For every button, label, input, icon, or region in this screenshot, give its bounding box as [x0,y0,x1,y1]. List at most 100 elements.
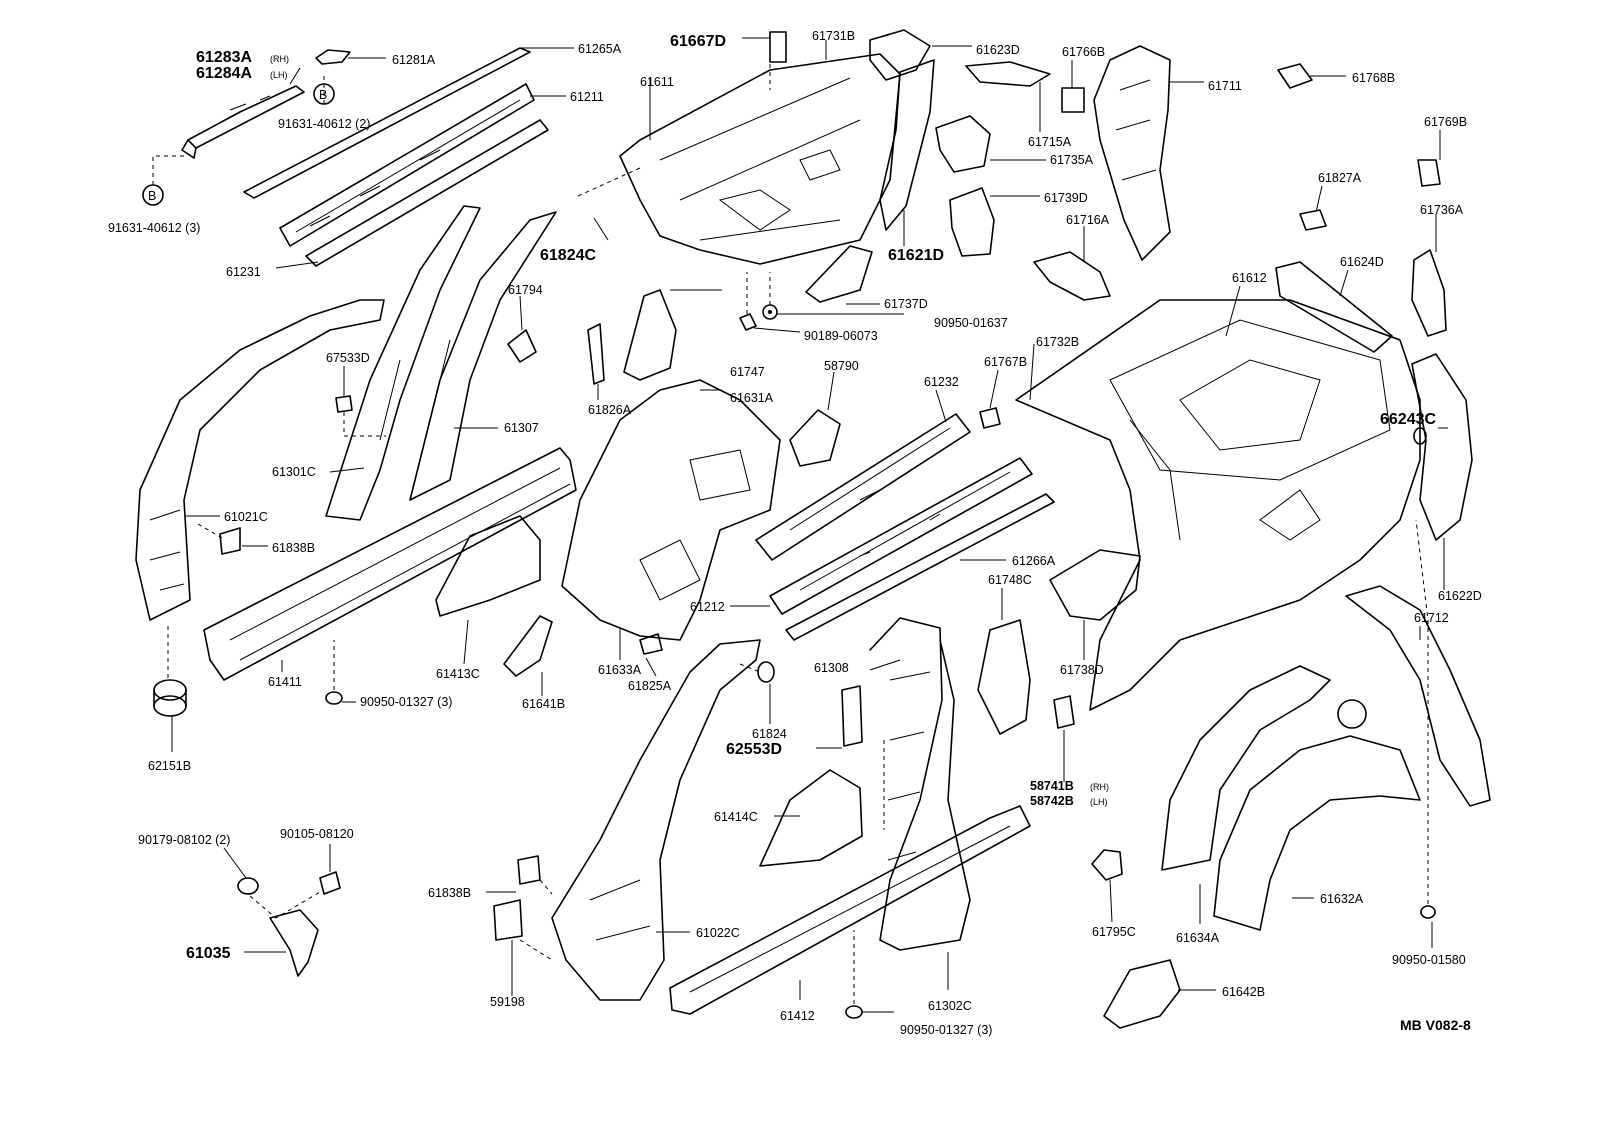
bolt-90950-01637[interactable] [762,304,778,320]
label-61021C: 61021C [224,510,268,524]
part-61737D-bracket[interactable] [805,245,873,303]
part-61265A-rail[interactable] [243,47,531,199]
part-62151B-grommet[interactable] [153,679,187,717]
part-61735A-bracket[interactable] [935,115,991,173]
bolt-marker-letter: B [319,88,327,102]
label-61795C: 61795C [1092,925,1136,939]
label-61739D: 61739D [1044,191,1088,205]
label-90950-01580: 90950-01580 [1392,953,1466,967]
label-61715A: 61715A [1028,135,1072,149]
label-61747: 61747 [730,365,765,379]
label-61769B: 61769B [1424,115,1467,129]
part-61642B-bracket[interactable] [1103,959,1181,1029]
label-61634A: 61634A [1176,931,1220,945]
part-61232-rail[interactable] [755,413,971,561]
part-61641B-bracket[interactable] [503,615,553,677]
part-61308-61302C-pillars[interactable] [869,617,971,951]
part-61611-panel[interactable] [619,53,901,265]
label-61767B: 61767B [984,355,1027,369]
part-61667D-cap[interactable] [769,31,787,63]
label-61736A: 61736A [1420,203,1464,217]
label-61281A: 61281A [392,53,436,67]
part-61021C-pillar[interactable] [135,299,385,621]
part-61769B-clip[interactable] [1417,159,1441,187]
part-61738D-bracket[interactable] [1049,549,1141,621]
bolt-marker-left: B [142,184,164,206]
nut-90950-01327-b[interactable] [845,1005,863,1019]
part-61412-rocker[interactable] [669,805,1031,1015]
part-61826A-patch[interactable] [587,323,605,385]
label-58741B-suffix: (RH) [1090,782,1109,792]
part-61712-liner[interactable] [1345,585,1491,807]
part-61413C-panel[interactable] [435,515,541,617]
part-61623D-bracket[interactable] [869,29,931,81]
part-61794-clip[interactable] [507,329,537,363]
part-61716A-bracket[interactable] [1033,251,1111,301]
part-61824-grommet[interactable] [757,661,775,683]
label-61824C: 61824C [540,247,596,264]
part-62553D-patch[interactable] [841,685,863,747]
label-61712: 61712 [1414,611,1449,625]
part-61631A-wheelhouse[interactable] [561,379,781,641]
part-61795C-clip[interactable] [1091,849,1123,881]
label-90189-06073: 90189-06073 [804,329,878,343]
label-59198: 59198 [490,995,525,1009]
part-61411-rocker[interactable] [203,447,577,681]
part-61827A-patch[interactable] [1299,209,1327,231]
part-61022C-pillar[interactable] [551,639,761,1001]
part-61612-panel[interactable] [1015,299,1421,711]
part-61622D-pillar[interactable] [1411,353,1473,541]
leader-lines [171,37,1448,1013]
part-61715A-bracket[interactable] [965,61,1051,87]
part-61035-bracket[interactable] [269,909,319,977]
nut-90950-01327-a[interactable] [325,691,343,705]
part-59198-patch[interactable] [493,899,523,941]
part-61768B-clip[interactable] [1277,63,1313,89]
part-61736A-bracket[interactable] [1411,249,1447,337]
part-61739D-bracket[interactable] [949,187,995,257]
label-61308: 61308 [814,661,849,675]
part-58790-bracket[interactable] [789,409,841,467]
part-61211-rail[interactable] [279,83,535,247]
part-61621D-pillar[interactable] [879,59,935,231]
part-61301C-61307-pillars[interactable] [325,205,557,521]
label-61231: 61231 [226,265,261,279]
bolt-90179-08102[interactable] [237,877,259,895]
label-61265A: 61265A [578,42,622,56]
part-61748C-bracket[interactable] [977,619,1031,735]
part-61414C-panel[interactable] [759,769,863,867]
part-61266A-rail[interactable] [785,493,1055,641]
part-61825A-patch[interactable] [639,633,663,655]
callout-labels: 61283A (RH) 61284A (LH) 61281A 61265A 61… [108,29,1482,1037]
bolt-90189-06073[interactable] [739,313,757,331]
part-61838B-patch-bottom[interactable] [517,855,541,885]
label-61624D: 61624D [1340,255,1384,269]
label-58742B: 58742B [1030,794,1074,808]
label-61301C: 61301C [272,465,316,479]
part-58741B-patch[interactable] [1053,695,1075,729]
label-91631-40612-2: 91631-40612 (2) [278,117,370,131]
drawing-code: MB V082-8 [1400,1017,1471,1033]
bolt-90105-08120[interactable] [319,871,341,895]
label-90950-01327-a: 90950-01327 (3) [360,695,452,709]
part-61766B-clip[interactable] [1061,87,1085,113]
label-61411: 61411 [268,675,302,689]
label-61212: 61212 [690,600,725,614]
label-90950-01637: 90950-01637 [934,316,1008,330]
part-61711-pillar[interactable] [1093,45,1171,261]
part-61283A-bracket[interactable] [181,85,305,159]
part-61747-bracket[interactable] [623,289,677,381]
part-61634A-61632A-liners[interactable] [1161,665,1421,931]
part-61212-rail[interactable] [769,457,1033,615]
part-61281A-plate[interactable] [315,49,351,65]
label-61284A: 61284A [196,65,252,82]
part-61767B-clip[interactable] [979,407,1001,429]
nut-90950-01580[interactable] [1420,905,1436,919]
part-61838B-patch-top[interactable] [219,527,241,555]
part-67533D-block[interactable] [335,395,353,413]
label-62151B: 62151B [148,759,191,773]
label-61612: 61612 [1232,271,1267,285]
label-61735A: 61735A [1050,153,1094,167]
part-61624D-rail[interactable] [1275,261,1393,353]
